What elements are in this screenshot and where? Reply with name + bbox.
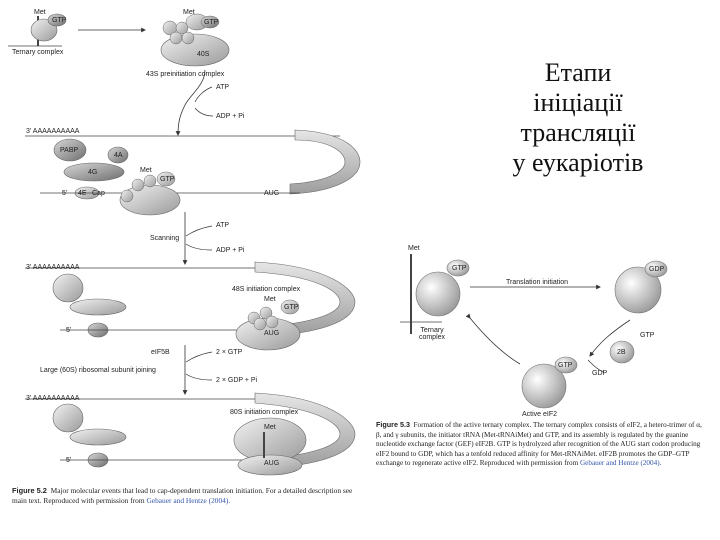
label-ternary-complex-53: Ternary complex <box>418 327 446 341</box>
label-gtp-1: GTP <box>160 176 175 183</box>
slide-title: Етапи ініціації трансляції у еукаріотів <box>488 58 668 178</box>
figure-5-2-caption-text: Major molecular events that lead to cap-… <box>12 486 353 505</box>
figure-5-3-diagram <box>400 254 668 409</box>
label-cap: Cap <box>92 190 105 197</box>
label-gtp-bottom: GTP <box>558 362 573 369</box>
label-gtp-ternary: GTP <box>452 265 467 272</box>
figure-5-2-caption-link[interactable]: Gebauer and Hentze (2004). <box>146 496 231 505</box>
label-aug-2: AUG <box>264 330 280 337</box>
figure-5-3-caption-link[interactable]: Gebauer and Hentze (2004). <box>579 459 662 468</box>
label-met-ternary: Met <box>408 245 420 252</box>
label-gtp-43s: GTP <box>204 19 219 26</box>
preinitiation-complex-43s <box>160 13 230 67</box>
label-adp-1: ADP + Pi <box>216 113 245 120</box>
figure-5-3-caption-label: Figure 5.3 <box>376 420 410 429</box>
label-polya-1: 3' AAAAAAAAAA <box>26 128 80 135</box>
mrna-loop-1 <box>25 129 361 216</box>
figure-5-3-caption: Figure 5.3 Formation of the active terna… <box>376 420 706 469</box>
label-48s-initiation: 48S initiation complex <box>232 286 301 293</box>
label-40s: 40S <box>197 51 210 58</box>
label-polya-2: 3' AAAAAAAAAA <box>26 264 80 271</box>
label-met-1: Met <box>140 167 152 174</box>
label-polya-3: 3' AAAAAAAAAA <box>26 395 80 402</box>
figure-5-3-caption-text: Formation of the active ternary complex.… <box>376 421 702 468</box>
ternary-complex <box>8 13 67 47</box>
mrna-loop-2 <box>25 261 356 351</box>
label-80s-initiation: 80S initiation complex <box>230 409 299 416</box>
label-gdp-right: GDP <box>649 266 665 273</box>
label-aug-3: AUG <box>264 460 280 467</box>
label-scanning: Scanning <box>150 235 180 242</box>
label-met-80s: Met <box>264 424 276 431</box>
label-43s-preinitiation: 43S preinitiation complex <box>146 71 225 78</box>
label-gtp-48s: GTP <box>284 304 299 311</box>
label-2b: 2B <box>617 349 626 356</box>
label-met-48s: Met <box>264 296 276 303</box>
label-aug-1: AUG <box>264 190 280 197</box>
label-4a: 4A <box>114 152 123 159</box>
title-line-3: трансляції <box>520 118 636 147</box>
label-met-43s: Met <box>183 9 195 16</box>
title-line-2: ініціації <box>533 88 623 117</box>
figure-5-2-caption: Figure 5.2 Major molecular events that l… <box>12 486 360 506</box>
label-4g: 4G <box>88 169 98 176</box>
label-eif5b: eIF5B <box>151 349 170 356</box>
label-5prime-3: 5' <box>66 457 72 464</box>
label-met-top: Met <box>34 9 46 16</box>
label-2gdp: 2 × GDP + Pi <box>216 377 258 384</box>
label-4e: 4E <box>78 190 87 197</box>
label-atp-2: ATP <box>216 222 230 229</box>
label-gtp-top: GTP <box>52 17 67 24</box>
title-line-4: у еукаріотів <box>512 148 644 177</box>
title-line-1: Етапи <box>544 58 612 87</box>
label-gtp-right: GTP <box>640 332 655 339</box>
label-2gtp: 2 × GTP <box>216 349 243 356</box>
label-adp-2: ADP + Pi <box>216 247 245 254</box>
label-5prime-1: 5' <box>62 190 68 197</box>
figure-5-2-caption-label: Figure 5.2 <box>12 486 47 495</box>
label-60s-joining: Large (60S) ribosomal subunit joining <box>40 367 156 374</box>
label-gdp-bottom: GDP <box>592 370 608 377</box>
label-5prime-2: 5' <box>66 327 72 334</box>
label-translation-initiation: Translation initiation <box>506 279 568 286</box>
label-active-eif2: Active eIF2 <box>522 411 558 418</box>
label-atp-1: ATP <box>216 84 230 91</box>
mrna-loop-3 <box>25 392 356 476</box>
label-ternary-complex: Ternary complex <box>12 49 64 56</box>
label-pabp: PABP <box>60 147 79 154</box>
